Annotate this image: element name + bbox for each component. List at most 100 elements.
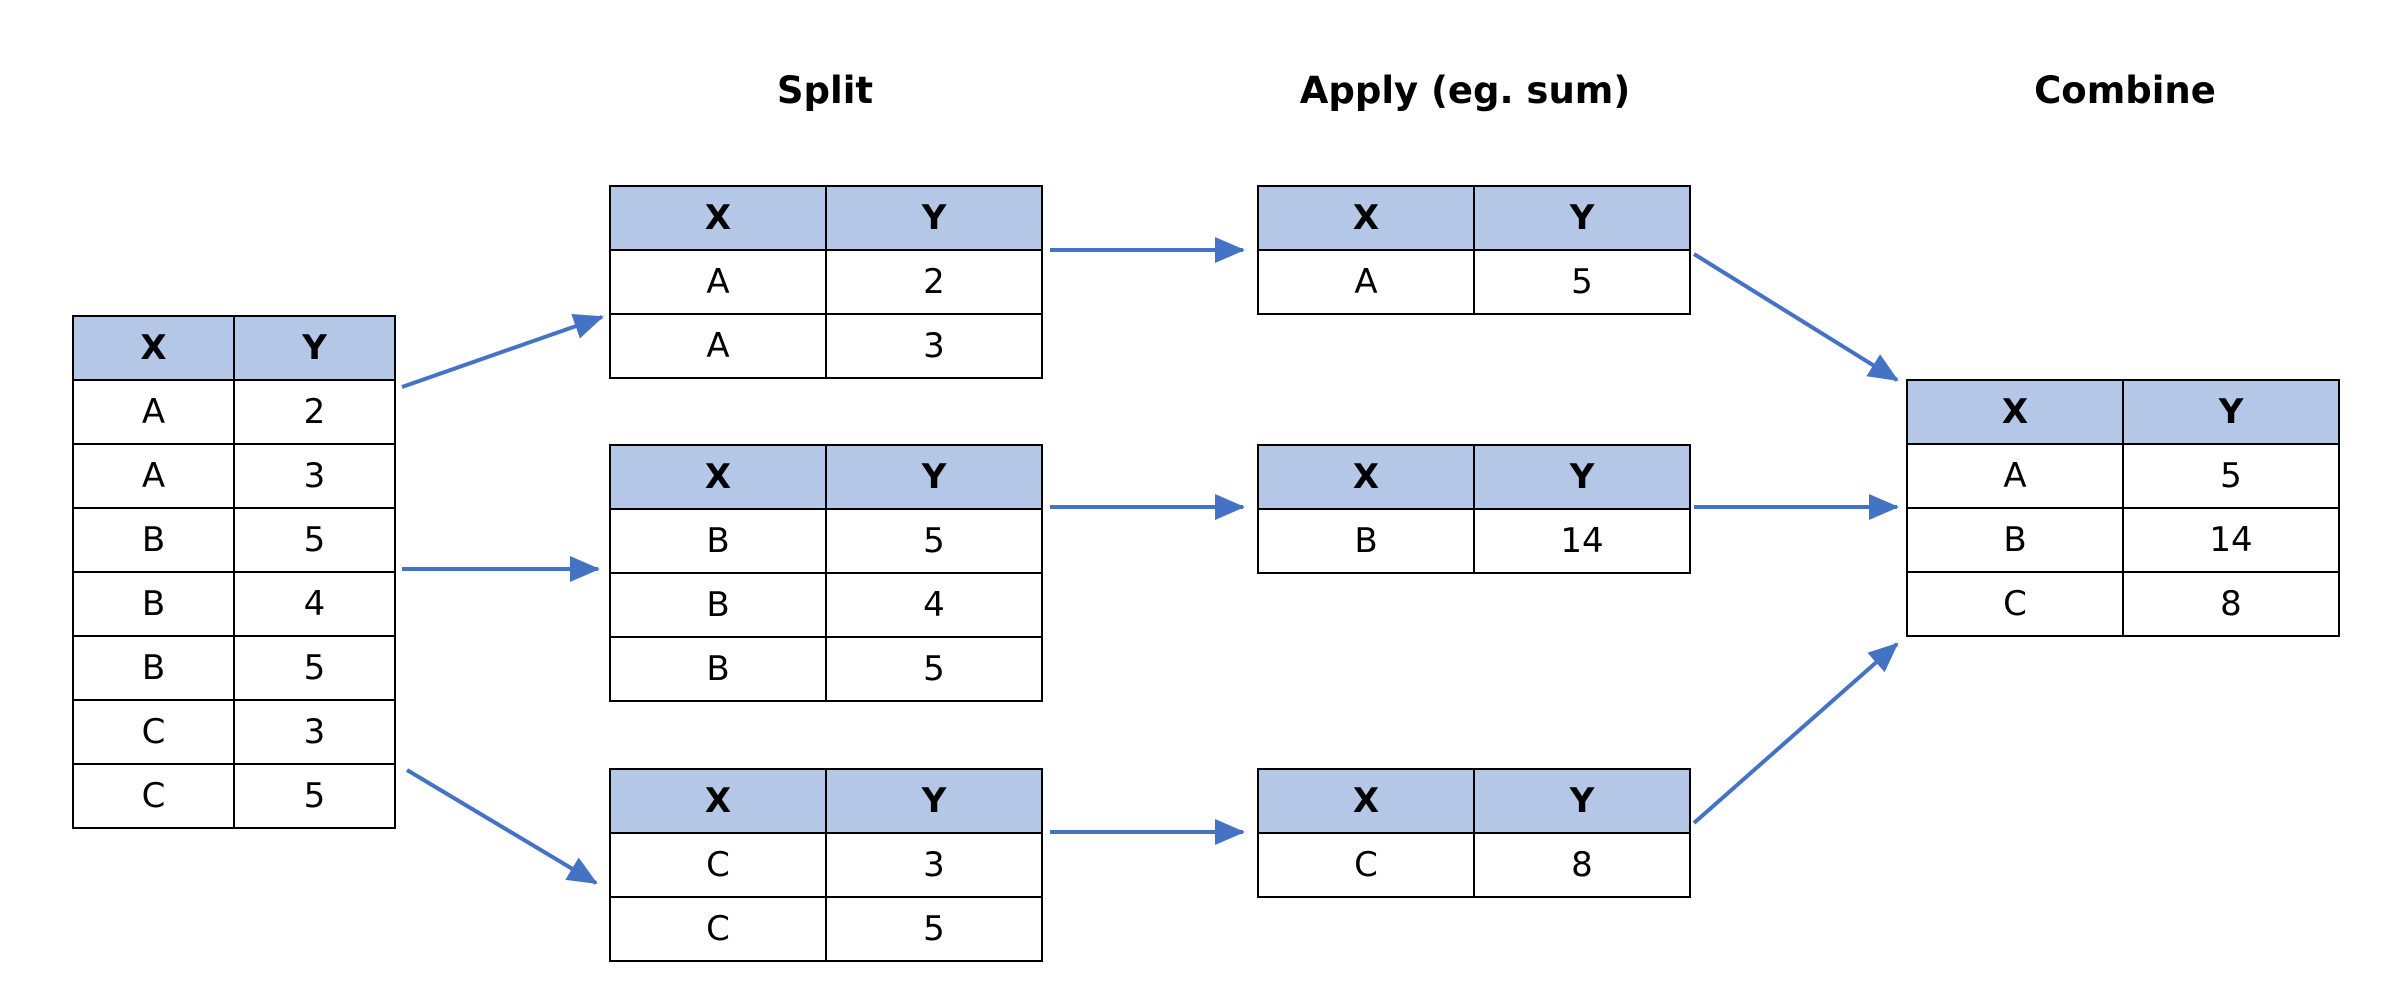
column-header-y: Y [1473,444,1691,510]
arrow-split-a [401,313,604,389]
combine-title: Combine [2034,69,2216,112]
table-cell-x: B [609,572,827,638]
table-cell-y: 4 [233,571,396,637]
table-cell-y: 5 [233,763,396,829]
arrow-split-c [405,768,598,885]
table-cell-x: B [1257,508,1475,574]
table-cell-y: 14 [1473,508,1691,574]
table-cell-y: 8 [2122,571,2340,637]
table-cell-x: B [72,635,235,701]
table-cell-x: A [609,249,827,315]
column-header-x: X [609,185,827,251]
table-cell-x: C [609,832,827,898]
table-cell-y: 14 [2122,507,2340,573]
column-header-y: Y [825,444,1043,510]
table-cell-x: B [609,508,827,574]
column-header-x: X [609,768,827,834]
column-header-y: Y [825,768,1043,834]
column-header-x: X [1257,768,1475,834]
column-header-x: X [609,444,827,510]
arrow-combine-a [1692,252,1899,382]
column-header-x: X [1257,444,1475,510]
table-cell-x: C [72,699,235,765]
column-header-y: Y [1473,768,1691,834]
column-header-y: Y [233,315,396,381]
table-cell-x: A [609,313,827,379]
table-cell-y: 3 [825,313,1043,379]
table-cell-y: 5 [233,507,396,573]
table-cell-x: C [72,763,235,829]
table-cell-x: A [72,379,235,445]
table-cell-y: 4 [825,572,1043,638]
table-cell-y: 3 [825,832,1043,898]
column-header-y: Y [1473,185,1691,251]
table-cell-y: 5 [825,636,1043,702]
table-cell-x: A [1257,249,1475,315]
table-cell-x: B [72,571,235,637]
table-cell-x: A [1906,443,2124,509]
table-cell-x: B [1906,507,2124,573]
table-cell-x: B [72,507,235,573]
split-title: Split [776,69,874,112]
apply-title: Apply (eg. sum) [1299,69,1631,112]
table-cell-y: 3 [233,699,396,765]
table-cell-x: C [1257,832,1475,898]
table-cell-y: 5 [825,896,1043,962]
table-cell-y: 5 [233,635,396,701]
table-cell-y: 2 [825,249,1043,315]
table-cell-y: 8 [1473,832,1691,898]
column-header-y: Y [825,185,1043,251]
table-cell-x: A [72,443,235,509]
table-cell-x: C [1906,571,2124,637]
table-cell-y: 5 [2122,443,2340,509]
table-cell-x: C [609,896,827,962]
table-cell-y: 5 [825,508,1043,574]
column-header-x: X [1257,185,1475,251]
table-cell-x: B [609,636,827,702]
table-cell-y: 2 [233,379,396,445]
column-header-y: Y [2122,379,2340,445]
column-header-x: X [72,315,235,381]
table-cell-y: 5 [1473,249,1691,315]
table-cell-y: 3 [233,443,396,509]
column-header-x: X [1906,379,2124,445]
arrow-combine-c [1692,642,1899,825]
